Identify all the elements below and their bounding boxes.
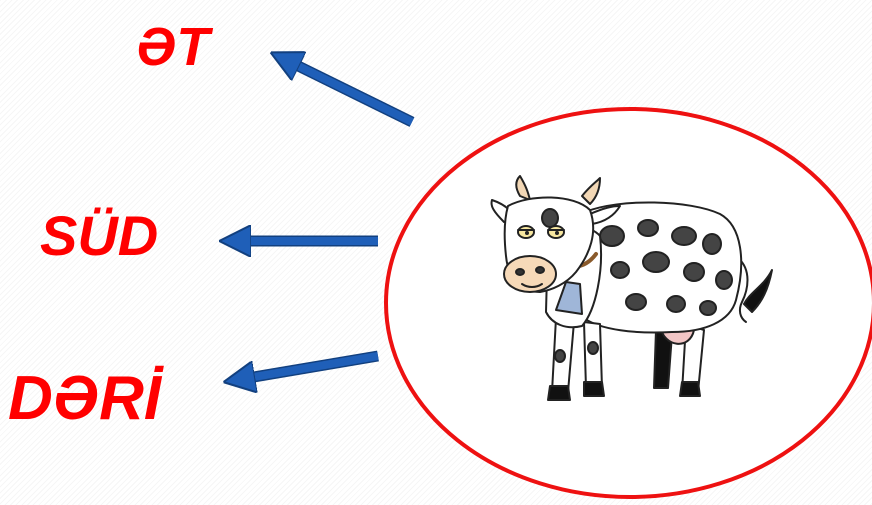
label-milk: SÜD xyxy=(40,204,159,267)
arrow-to-leather xyxy=(236,350,379,380)
arrow-to-meat xyxy=(282,58,415,127)
label-meat: ƏT xyxy=(136,17,210,77)
label-leather: DƏRİ xyxy=(8,364,162,433)
cow-icon xyxy=(490,175,773,401)
